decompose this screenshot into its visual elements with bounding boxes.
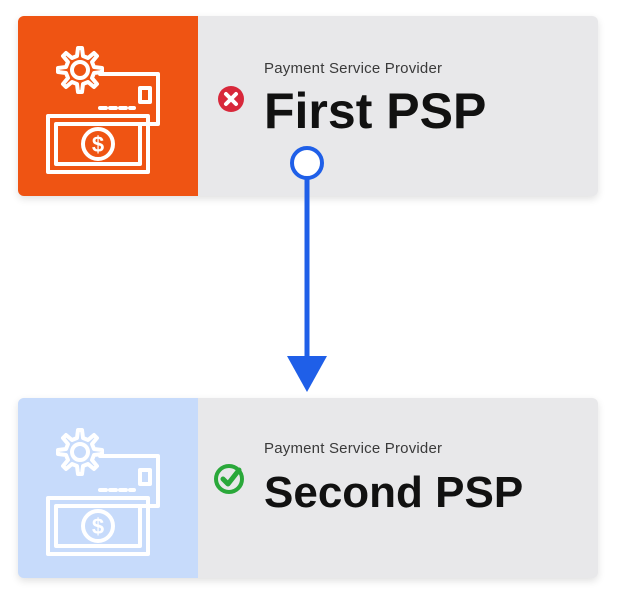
second-psp-icon-panel: $ — [18, 398, 198, 578]
x-circle-icon — [218, 86, 244, 112]
svg-text:$: $ — [92, 132, 104, 157]
first-psp-subtitle: Payment Service Provider — [264, 60, 443, 77]
second-psp-card[interactable]: $ Payment Service Provider Second PSP — [18, 398, 598, 578]
second-psp-subtitle: Payment Service Provider — [264, 440, 443, 457]
payment-settings-icon: $ — [46, 46, 160, 174]
first-psp-icon-panel: $ — [18, 16, 198, 196]
second-psp-title: Second PSP — [264, 468, 524, 517]
check-circle-icon — [214, 464, 244, 494]
first-psp-card[interactable]: $ Payment Service Provider First PSP — [18, 16, 598, 196]
svg-text:$: $ — [92, 514, 104, 539]
flow-arrow-head — [287, 356, 327, 392]
first-psp-title: First PSP — [264, 83, 487, 139]
payment-settings-icon: $ — [46, 428, 160, 556]
